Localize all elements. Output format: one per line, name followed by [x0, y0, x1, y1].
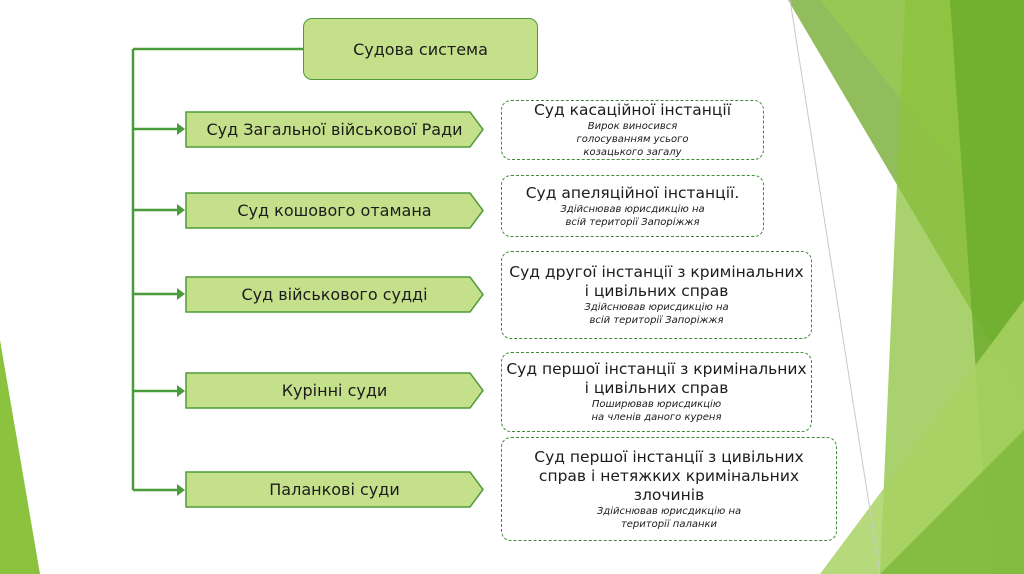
judicial-system-root-box: Судова система	[303, 18, 538, 80]
court-box-koshovyi-otaman: Суд кошового отамана	[186, 193, 483, 228]
court-label: Суд військового судді	[241, 285, 428, 304]
instance-title: Суд першої інстанції з цивільних справ і…	[534, 447, 804, 504]
instance-box-first-civil: Суд першої інстанції з цивільних справ і…	[501, 437, 837, 541]
deco-triangle-left	[0, 340, 40, 574]
court-label: Суд кошового отамана	[237, 201, 432, 220]
court-box-military-judge: Суд військового судді	[186, 277, 483, 312]
instance-box-second: Суд другої інстанції з кримінальних і ци…	[501, 251, 812, 339]
instance-subtitle: Поширював юрисдикцію на членів даного ку…	[591, 399, 722, 423]
court-label: Курінні суди	[281, 381, 388, 400]
instance-title: Суд першої інстанції з кримінальних і ци…	[506, 360, 807, 397]
court-label: Суд Загальної військової Ради	[206, 120, 463, 139]
deco-triangle-bottom-dark	[880, 430, 1024, 574]
connector-lines	[131, 47, 303, 492]
instance-box-cassation: Суд касаційної інстанції Вирок виносився…	[501, 100, 764, 160]
instance-subtitle: Здійснював юрисдикцію на всій території …	[560, 203, 705, 228]
court-box-kurin: Курінні суди	[186, 373, 483, 408]
instance-title: Суд касаційної інстанції	[533, 101, 732, 119]
deco-thin-line	[789, 0, 881, 574]
instance-subtitle: Вирок виносився голосуванням усього коза…	[576, 121, 689, 158]
court-label: Паланкові суди	[269, 480, 400, 499]
instance-title: Суд апеляційної інстанції.	[525, 183, 740, 202]
court-box-palanka: Паланкові суди	[186, 472, 483, 507]
instance-subtitle: Здійснював юрисдикцію на всій території …	[584, 302, 729, 326]
instance-subtitle: Здійснював юрисдикцію на території палан…	[596, 505, 742, 530]
court-box-shapes	[185, 111, 484, 508]
court-box-general-council: Суд Загальної військової Ради	[186, 112, 483, 147]
instance-title: Суд другої інстанції з кримінальних і ци…	[509, 263, 804, 300]
instance-box-appeal: Суд апеляційної інстанції. Здійснював юр…	[501, 175, 764, 237]
instance-box-first-criminal-civil: Суд першої інстанції з кримінальних і ци…	[501, 352, 812, 432]
root-label: Судова система	[353, 39, 488, 59]
connector-arrowheads	[177, 123, 185, 496]
